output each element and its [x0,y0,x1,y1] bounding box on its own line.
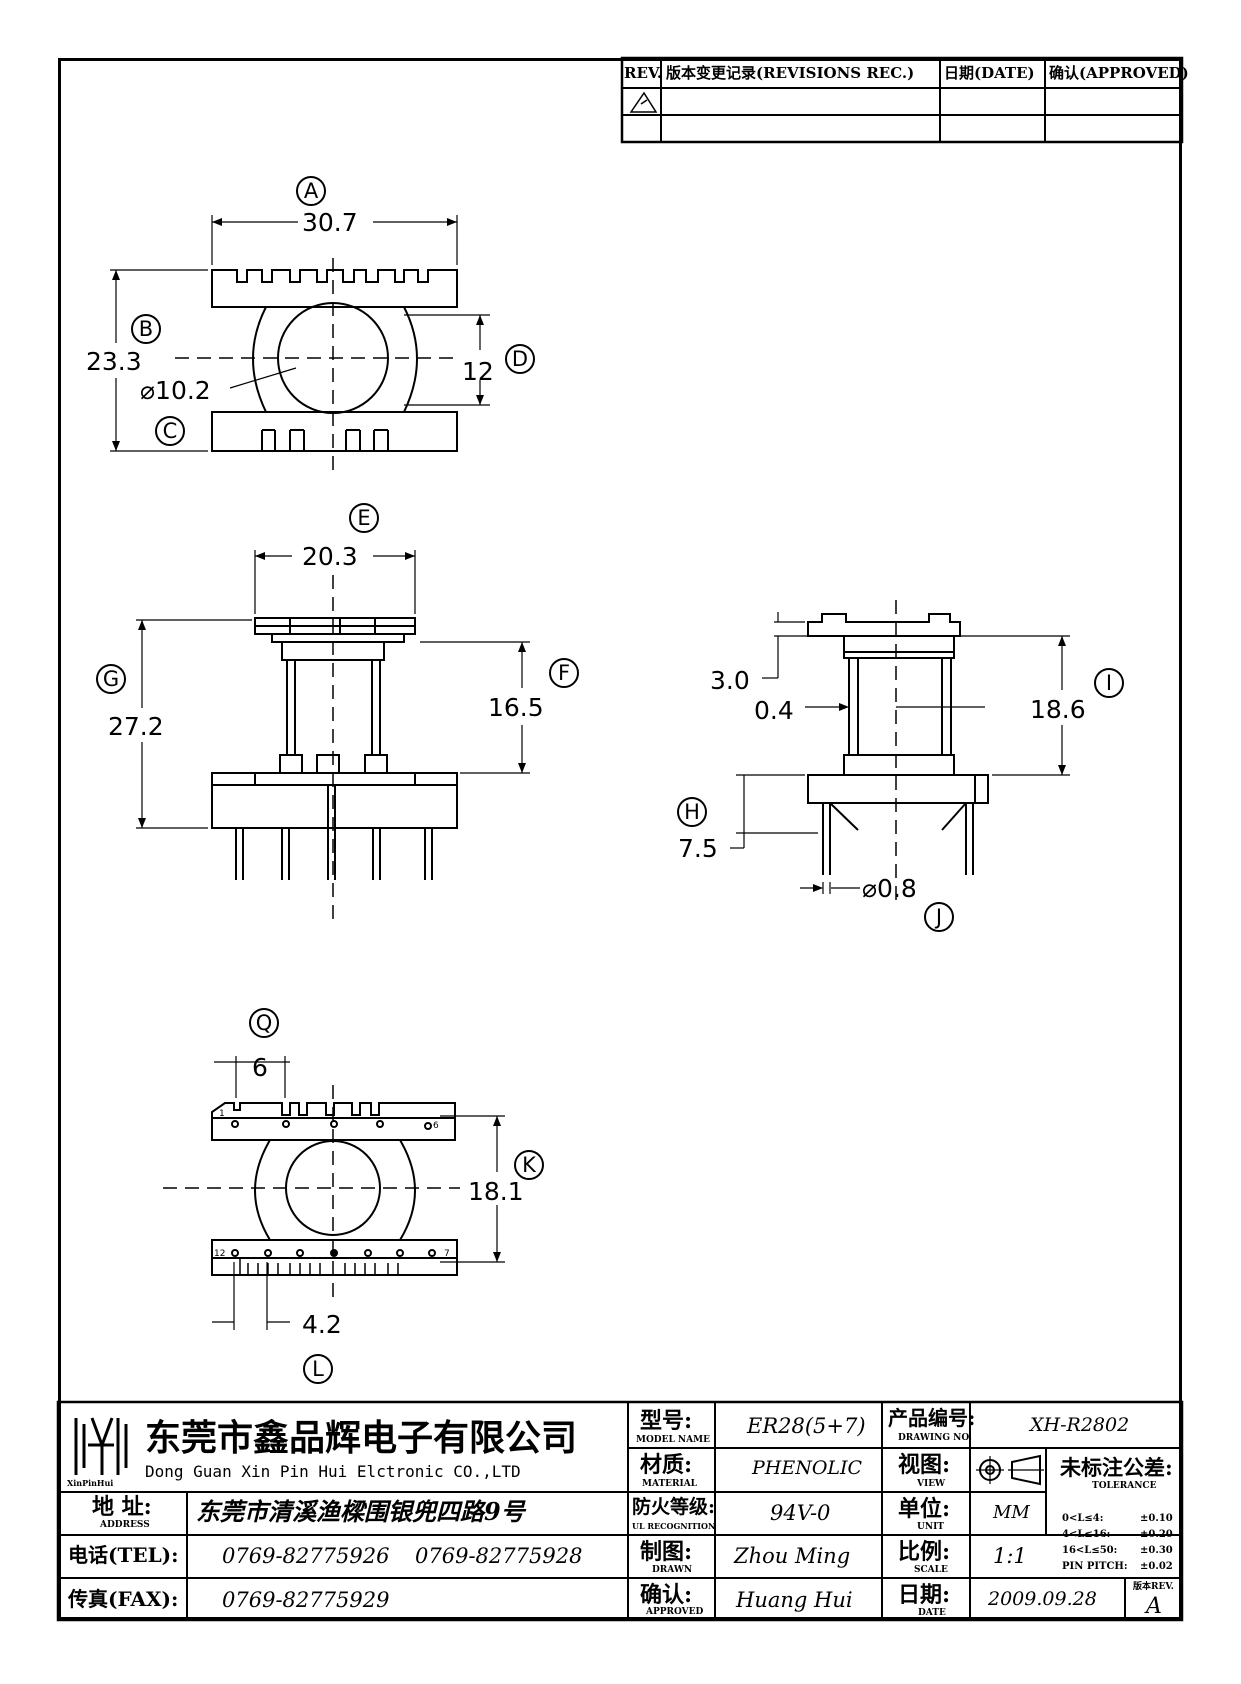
tolerance-value-4: ±0.02 [1140,1561,1173,1572]
drawing-no-label-en: DRAWING NO. [898,1433,972,1443]
dim-l: 4.2 [302,1310,342,1339]
tolerance-value-2: ±0.20 [1140,1529,1173,1540]
approved-label-en: APPROVED [646,1607,704,1617]
tolerance-range-3: 16<L≤50: [1062,1545,1118,1556]
tolerance-range-2: 4<L≤16: [1062,1529,1111,1540]
model-label-en: MODEL NAME [636,1435,710,1445]
material-label: 材质: [640,1452,693,1478]
tel-value-2: 0769-82775928 [415,1544,583,1568]
address-label: 地 址: [92,1494,152,1520]
revisions-header: 版本变更记录(REVISIONS REC.) [666,64,915,82]
approved-label: 确认: [640,1582,693,1608]
tolerance-title: 未标注公差: [1060,1455,1173,1480]
tolerance-value-3: ±0.30 [1140,1545,1173,1556]
view-label: 视图: [898,1452,951,1478]
tolerance-range-1: 0<L≤4: [1062,1513,1104,1524]
fax-value: 0769-82775929 [222,1588,390,1612]
callout-a: A [296,176,326,206]
address-value: 东莞市清溪渔樑围银兜四路9号 [196,1497,525,1526]
material-label-en: MATERIAL [642,1479,698,1489]
rev-label: 版本REV. [1133,1582,1174,1592]
callout-q: Q [249,1008,279,1038]
company-name-cn: 东莞市鑫品辉电子有限公司 [145,1417,578,1459]
callout-h: H [677,797,707,827]
company-name-en: Dong Guan Xin Pin Hui Elctronic CO.,LTD [145,1462,521,1481]
title-block-grid [56,1400,1184,1622]
unit-label: 单位: [898,1496,951,1522]
drawing-no-value: XH-R2802 [1030,1414,1130,1436]
bottom-view [163,1056,505,1330]
date-label-en: DATE [918,1608,946,1618]
view-label-en: VIEW [917,1479,946,1489]
drawn-value: Zhou Ming [734,1544,851,1568]
projection-symbol-icon [974,1455,1042,1487]
approved-header: 确认(APPROVED) [1049,64,1189,82]
date-label: 日期: [898,1582,951,1608]
side-view [730,600,1070,900]
rev-header: REV. [624,64,663,82]
drawing-no-label: 产品编号: [888,1406,976,1430]
callout-i: I [1094,668,1124,698]
unit-value: MM [993,1502,1030,1523]
rev-value: A [1146,1594,1162,1619]
tel-value-1: 0769-82775926 [222,1544,390,1568]
drawn-label: 制图: [640,1539,693,1565]
dim-j: ⌀0.8 [862,874,917,903]
date-value: 2009.09.28 [988,1588,1097,1610]
model-label: 型号: [640,1408,693,1434]
callout-g: G [96,664,126,694]
date-header: 日期(DATE) [944,64,1035,82]
dim-k: 18.1 [468,1177,524,1206]
scale-value: 1:1 [993,1544,1027,1568]
address-label-en: ADDRESS [100,1520,150,1530]
callout-d: D [505,344,535,374]
pin-number-7: 7 [444,1249,450,1259]
tolerance-value-1: ±0.10 [1140,1513,1173,1524]
tel-label: 电话(TEL): [68,1543,179,1567]
unit-label-en: UNIT [917,1522,944,1532]
dim-side-top: 3.0 [710,666,750,695]
scale-label-en: SCALE [914,1565,948,1575]
dim-a: 30.7 [302,208,358,237]
ul-label-en: UL RECOGNITION [632,1521,716,1531]
top-view [110,215,490,478]
ul-label: 防火等级: [632,1496,716,1518]
pin-number-1: 1 [219,1109,225,1119]
callout-e: E [349,503,379,533]
approved-value: Huang Hui [736,1588,853,1612]
front-view [136,550,530,920]
dim-e: 20.3 [302,542,358,571]
dim-g: 27.2 [108,712,164,741]
model-value: ER28(5+7) [747,1414,866,1438]
dim-b: 23.3 [86,347,142,376]
drawn-label-en: DRAWN [652,1565,693,1575]
callout-b: B [131,314,161,344]
dim-c: ⌀10.2 [140,376,211,405]
callout-c: C [155,416,185,446]
tolerance-title-en: TOLERANCE [1092,1481,1157,1491]
tolerance-range-4: PIN PITCH: [1062,1561,1128,1572]
scale-label: 比例: [898,1539,951,1565]
callout-j: J [924,902,954,932]
logo-text: XinPinHui [67,1478,114,1488]
callout-k: K [514,1150,544,1180]
revision-table [620,56,1184,144]
drawing-frame [58,58,1182,1620]
callout-f: F [549,658,579,688]
ul-value: 94V-0 [770,1501,831,1525]
dim-i: 18.6 [1030,695,1086,724]
dim-h: 7.5 [678,834,718,863]
fax-label: 传真(FAX): [68,1587,179,1611]
dim-d: 12 [462,357,494,386]
material-value: PHENOLIC [752,1457,863,1479]
pin-number-12: 12 [214,1249,226,1259]
dim-q: 6 [252,1053,268,1082]
pin-number-6: 6 [433,1121,439,1131]
dim-side-wall: 0.4 [754,696,794,725]
callout-l: L [303,1354,333,1384]
dim-f: 16.5 [488,693,544,722]
